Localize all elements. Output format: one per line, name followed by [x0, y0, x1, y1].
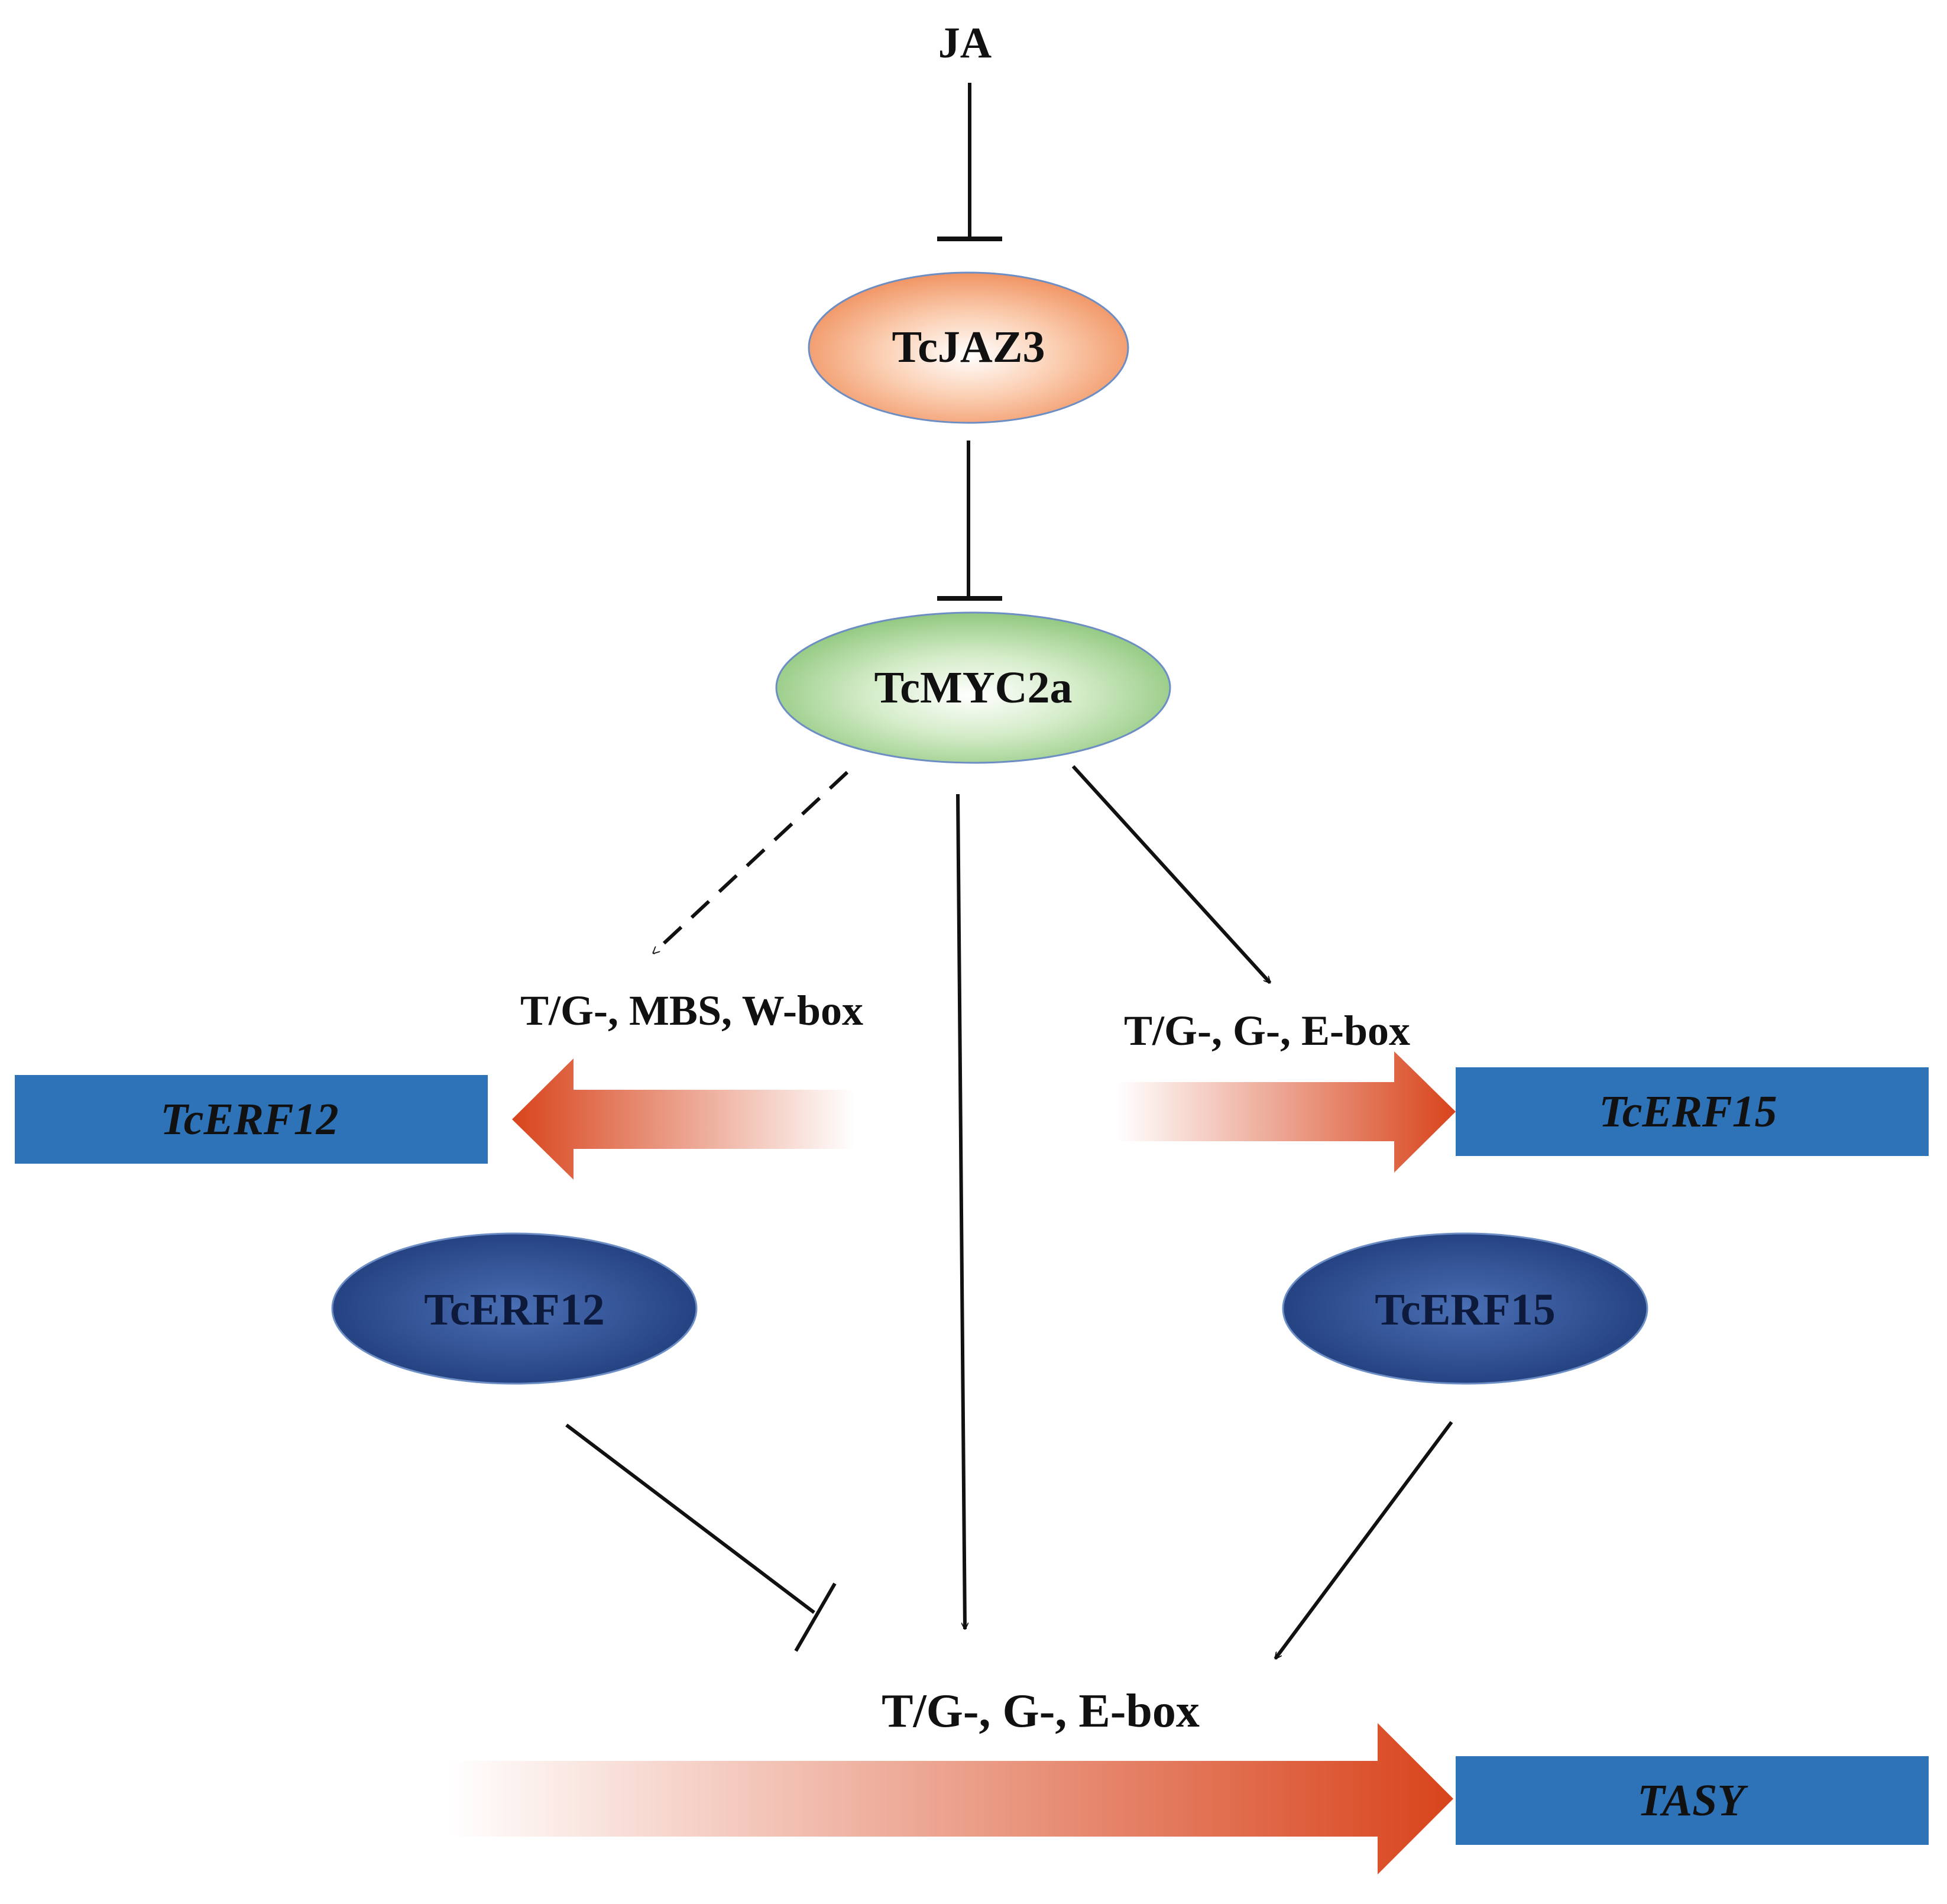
tcerf15-promoter-arrow: [1117, 1051, 1456, 1173]
tcerf15-gene-box: [1456, 1067, 1929, 1156]
tasy-promoter-elements: T/G-, G-, E-box: [882, 1685, 1200, 1737]
tcmyc2a-label: TcMYC2a: [874, 663, 1073, 713]
tcerf12-promoter-arrow: [512, 1058, 854, 1180]
tcerf12-gene-box: [15, 1075, 488, 1164]
myc-to-tasy-edge: [956, 794, 965, 1629]
tcjaz3-protein-node: [808, 271, 1129, 424]
tcerf15-protein-node: [1282, 1232, 1648, 1385]
erf15-promoter-elements: T/G-, G-, E-box: [1124, 1007, 1410, 1054]
myc-to-erf12-dashed-edge: [653, 770, 849, 955]
erf12-promoter-elements: T/G-, MBS, W-box: [520, 987, 863, 1034]
tcerf12-gene-label: TcERF12: [160, 1095, 338, 1144]
tasy-promoter-arrow: [448, 1723, 1453, 1874]
ja-label: JA: [938, 19, 992, 67]
tcmyc2a-protein-node: [775, 611, 1171, 764]
jaz-inhibits-myc-edge: [937, 441, 1002, 601]
myc-to-erf15-edge: [1071, 765, 1272, 983]
tasy-gene-label: TASY: [1637, 1776, 1748, 1825]
tcjaz3-label: TcJAZ3: [892, 322, 1045, 372]
erf12-inhibits-tasy-edge: [565, 1423, 837, 1652]
tcerf15-protein-label: TcERF15: [1375, 1285, 1555, 1335]
tcerf12-protein-node: [331, 1232, 698, 1385]
erf15-to-tasy-edge: [1274, 1421, 1453, 1659]
tasy-gene-box: [1456, 1756, 1929, 1845]
tcerf12-protein-label: TcERF12: [424, 1285, 604, 1335]
tcerf15-gene-label: TcERF15: [1599, 1087, 1777, 1136]
ja-inhibits-jaz-edge: [937, 83, 1002, 241]
